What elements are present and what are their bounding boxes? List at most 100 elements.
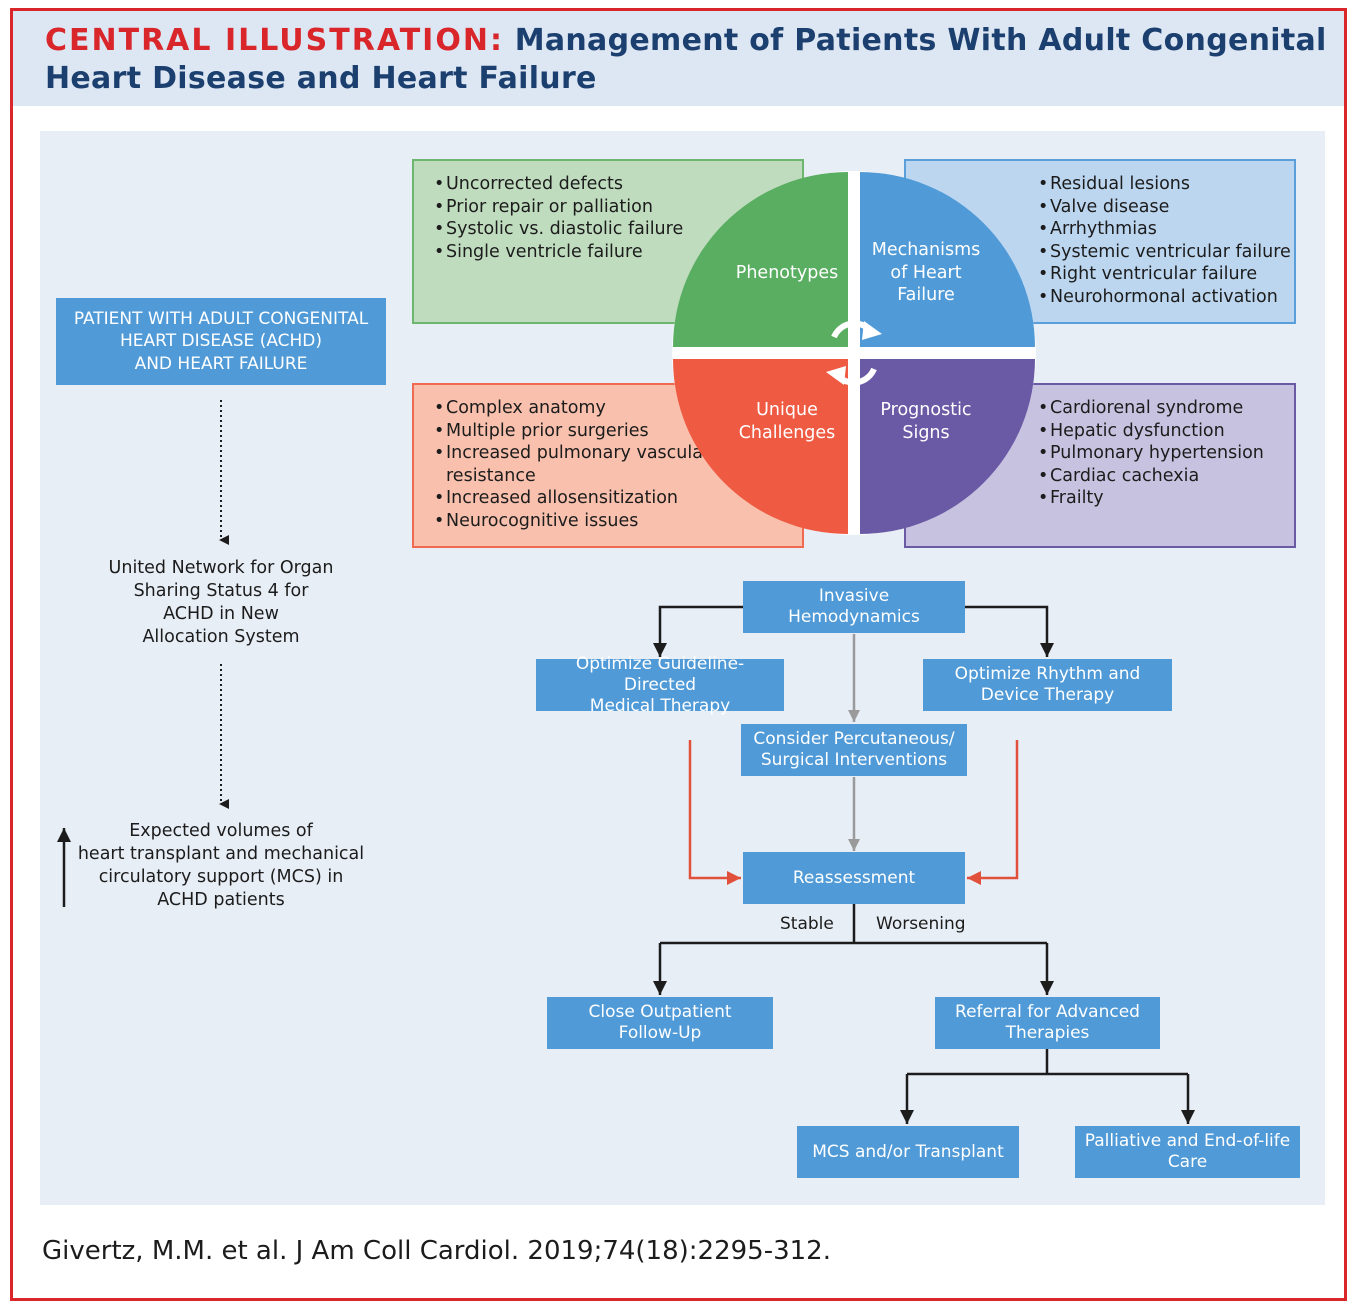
text-line: ACHD patients xyxy=(157,890,285,910)
text-line: circulatory support (MCS) in xyxy=(98,867,344,887)
phenotypes-quadrant xyxy=(673,172,848,347)
invasive-hemodynamics-text: Invasive Hemodynamics xyxy=(743,586,965,628)
list-item: Arrhythmias xyxy=(1038,218,1294,241)
citation: Givertz, M.M. et al. J Am Coll Cardiol. … xyxy=(42,1236,831,1266)
text-line: Follow-Up xyxy=(618,1023,702,1043)
reassessment-text: Reassessment xyxy=(785,868,923,889)
phenotypes-label: Phenotypes xyxy=(722,262,852,285)
page-title: CENTRAL ILLUSTRATION: Management of Pati… xyxy=(45,22,1335,98)
connector-invasive-gdmt xyxy=(653,605,743,657)
connector-invasive-rhythm xyxy=(965,605,1054,657)
text-line: Signs xyxy=(902,422,950,443)
percutaneous-surgical-text: Consider Percutaneous/Surgical Intervent… xyxy=(745,729,962,771)
title-text: Management of Patients With Adult Congen… xyxy=(45,23,1327,96)
text-line: Medical Therapy xyxy=(589,695,731,716)
connector-reassessment-split xyxy=(660,904,1047,945)
connector-gdmt-reassessment xyxy=(688,740,741,885)
connector-rhythm-reassessment xyxy=(967,740,1019,885)
text-line: Failure xyxy=(897,285,955,305)
text-line: Challenges xyxy=(738,422,836,443)
phenotypes-list: Uncorrected defectsPrior repair or palli… xyxy=(434,173,802,263)
mcs-transplant-box: MCS and/or Transplant xyxy=(797,1126,1019,1178)
text-line: Sharing Status 4 for xyxy=(133,581,309,601)
mcs-transplant-text: MCS and/or Transplant xyxy=(804,1142,1012,1163)
list-item: Systemic ventricular failure xyxy=(1038,241,1294,264)
text-line: Unique xyxy=(756,400,818,420)
text-line: Consider Percutaneous/ xyxy=(753,729,955,749)
text-line: PATIENT WITH ADULT CONGENITAL xyxy=(73,308,369,329)
list-item: Neurocognitive issues xyxy=(434,510,802,533)
list-item: Residual lesions xyxy=(1038,173,1294,196)
text-line: Palliative and End-of-life xyxy=(1084,1131,1291,1151)
list-item: Cardiac cachexia xyxy=(1038,465,1294,488)
list-item: Valve disease xyxy=(1038,196,1294,219)
list-item: Systolic vs. diastolic failure xyxy=(434,218,802,241)
cycle-arrowheads xyxy=(826,321,882,385)
header-band xyxy=(13,11,1344,106)
list-item: Prior repair or palliation xyxy=(434,196,802,219)
text-line: MCS and/or Transplant xyxy=(812,1141,1004,1162)
connector-referral-split xyxy=(907,1049,1188,1076)
text-line: Surgical Interventions xyxy=(760,750,948,770)
expected-volumes-text: Expected volumes of heart transplant and … xyxy=(70,820,372,912)
text-line: Mechanisms xyxy=(871,240,981,260)
challenges-list: Complex anatomyMultiple prior surgeriesI… xyxy=(434,397,802,533)
text-line: Allocation System xyxy=(142,627,300,647)
list-item: Multiple prior surgeries xyxy=(434,420,802,443)
text-line: Prognostic xyxy=(880,400,972,420)
list-item: Single ventricle failure xyxy=(434,241,802,264)
list-item: Neurohormonal activation xyxy=(1038,286,1294,309)
list-item: Increased pulmonary vascular resistance xyxy=(434,442,802,487)
text-line: Device Therapy xyxy=(980,685,1115,705)
text-line: Invasive Hemodynamics xyxy=(788,586,920,627)
text-line: heart transplant and mechanical xyxy=(77,844,365,864)
prognostic-quadrant xyxy=(860,359,1035,534)
list-item: Cardiorenal syndrome xyxy=(1038,397,1294,420)
text-line: HEART DISEASE (ACHD) xyxy=(119,331,323,352)
mechanisms-list: Residual lesionsValve diseaseArrhythmias… xyxy=(1038,173,1294,309)
text-line: Therapies xyxy=(1005,1023,1090,1043)
list-item: Increased allosensitization xyxy=(434,487,802,510)
title-label: CENTRAL ILLUSTRATION: xyxy=(45,23,504,58)
list-item: Pulmonary hypertension xyxy=(1038,442,1294,465)
text-line: Optimize Rhythm and xyxy=(954,664,1141,684)
list-item: Right ventricular failure xyxy=(1038,263,1294,286)
text-line: Referral for Advanced xyxy=(955,1002,1140,1022)
invasive-hemodynamics-box: Invasive Hemodynamics xyxy=(743,581,965,633)
prognostic-list: Cardiorenal syndromeHepatic dysfunctionP… xyxy=(1038,397,1294,510)
mechanisms-quadrant xyxy=(860,172,1035,347)
percutaneous-surgical-box: Consider Percutaneous/Surgical Intervent… xyxy=(741,724,967,776)
text-line: Optimize Guideline-Directed xyxy=(575,653,745,695)
reassessment-box: Reassessment xyxy=(743,852,965,904)
stable-label: Stable xyxy=(780,914,834,934)
text-line: AND HEART FAILURE xyxy=(134,353,308,374)
text-line: Expected volumes of xyxy=(129,821,313,841)
list-item: Frailty xyxy=(1038,487,1294,510)
list-item: Uncorrected defects xyxy=(434,173,802,196)
text-line: ACHD in New xyxy=(163,604,279,624)
text-line: Close Outpatient xyxy=(588,1002,732,1022)
list-item: Hepatic dysfunction xyxy=(1038,420,1294,443)
text-line: of Heart xyxy=(890,262,962,283)
list-item: Complex anatomy xyxy=(434,397,802,420)
text-line: Reassessment xyxy=(792,867,916,888)
challenges-quadrant xyxy=(673,359,848,534)
text-line: Care xyxy=(1167,1152,1208,1172)
text-line: Phenotypes xyxy=(735,263,839,283)
